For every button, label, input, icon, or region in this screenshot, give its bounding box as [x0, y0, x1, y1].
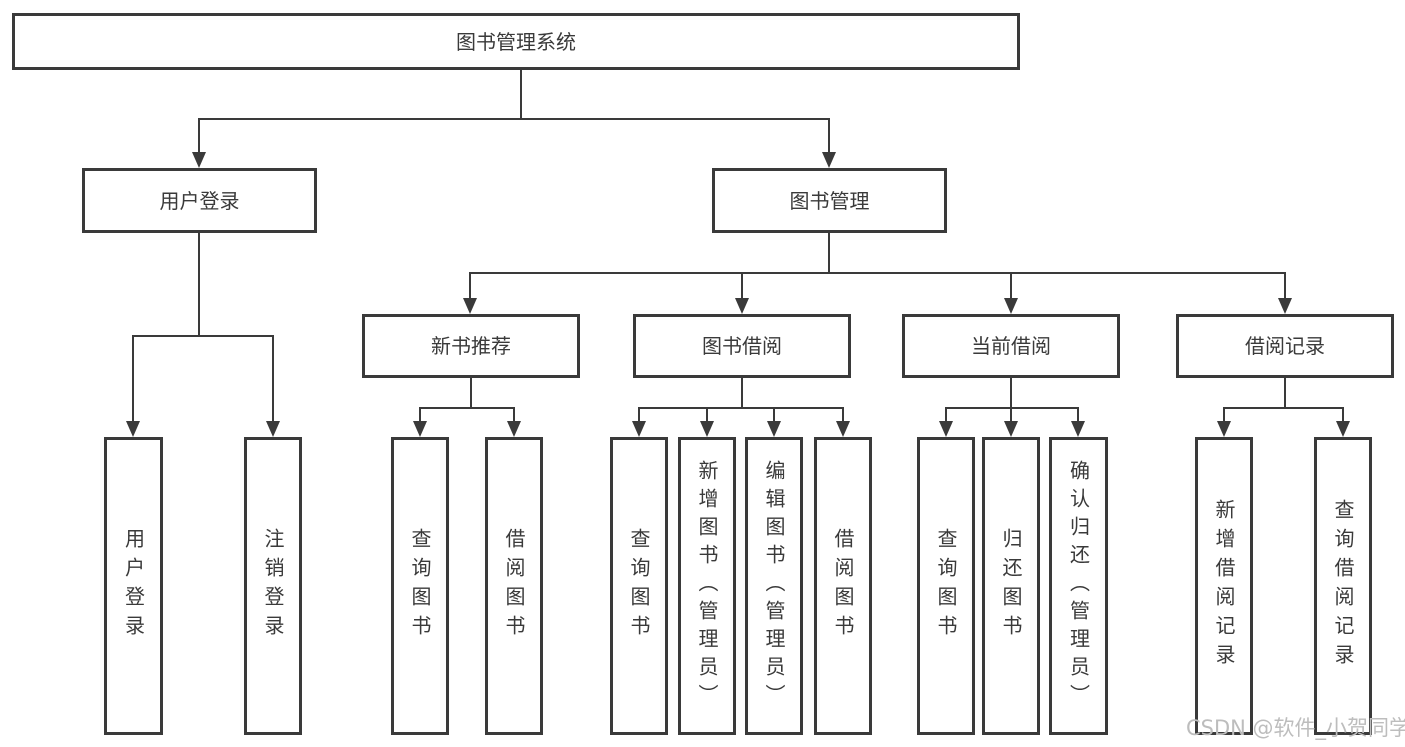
connector-drop: [469, 272, 471, 300]
leaf-add-book-admin: 新增图书（管理员）: [678, 437, 736, 735]
leaf-edit-book-admin-label: 编辑图书（管理员）: [762, 460, 786, 712]
connector-drop: [842, 407, 844, 423]
arrow-down-icon: [192, 152, 206, 168]
connector-drop: [1077, 407, 1079, 423]
leaf-query-book-1: 查询图书: [391, 437, 449, 735]
connector-drop: [638, 407, 640, 423]
leaf-edit-book-admin: 编辑图书（管理员）: [745, 437, 803, 735]
connector-drop: [198, 118, 200, 154]
connector-drop: [272, 335, 274, 423]
connector-drop: [132, 335, 134, 423]
arrow-down-icon: [413, 421, 427, 437]
arrow-down-icon: [632, 421, 646, 437]
connector-drop: [945, 407, 947, 423]
node-root: 图书管理系统: [12, 13, 1020, 70]
arrow-down-icon: [1004, 421, 1018, 437]
connector-level2-bar: [469, 272, 1286, 274]
leaf-add-borrow-record-label: 新增借阅记录: [1212, 499, 1236, 673]
node-book-management: 图书管理: [712, 168, 947, 233]
arrow-down-icon: [463, 298, 477, 314]
leaf-user-login-label: 用户登录: [121, 528, 146, 644]
arrow-down-icon: [836, 421, 850, 437]
arrow-down-icon: [1071, 421, 1085, 437]
connector-drop: [1010, 272, 1012, 300]
node-current-borrow: 当前借阅: [902, 314, 1120, 378]
connector-drop: [741, 272, 743, 300]
arrow-down-icon: [1278, 298, 1292, 314]
leaf-add-borrow-record: 新增借阅记录: [1195, 437, 1253, 735]
leaf-confirm-return-admin-label: 确认归还（管理员）: [1066, 460, 1091, 712]
node-book-management-label: 图书管理: [789, 188, 870, 213]
connector-level1-bar: [198, 118, 830, 120]
leaf-query-borrow-record-label: 查询借阅记录: [1331, 499, 1355, 673]
node-borrow-record-label: 借阅记录: [1245, 334, 1325, 358]
arrow-down-icon: [822, 152, 836, 168]
arrow-down-icon: [507, 421, 521, 437]
leaf-return-book: 归还图书: [982, 437, 1040, 735]
connector-bar: [132, 335, 274, 337]
arrow-down-icon: [266, 421, 280, 437]
connector-root-trunk: [520, 70, 522, 120]
node-new-book-recommend-label: 新书推荐: [431, 334, 511, 358]
connector-stub: [1010, 378, 1012, 409]
node-user-login: 用户登录: [82, 168, 317, 233]
connector-bar: [419, 407, 515, 409]
connector-bar: [638, 407, 844, 409]
connector-drop: [1284, 272, 1286, 300]
leaf-user-login: 用户登录: [104, 437, 163, 735]
leaf-logout-label: 注销登录: [261, 528, 285, 644]
leaf-borrow-book-2: 借阅图书: [814, 437, 872, 735]
connector-trunk: [828, 233, 830, 274]
leaf-query-book-2-label: 查询图书: [627, 528, 651, 644]
leaf-query-book-1-label: 查询图书: [408, 528, 432, 644]
connector-drop: [706, 407, 708, 423]
csdn-watermark: CSDN @软件_小贺同学: [1186, 716, 1405, 740]
arrow-down-icon: [1004, 298, 1018, 314]
leaf-logout: 注销登录: [244, 437, 302, 735]
node-book-borrow-label: 图书借阅: [702, 334, 782, 358]
connector-bar: [945, 407, 1079, 409]
connector-drop: [773, 407, 775, 423]
arrow-down-icon: [1336, 421, 1350, 437]
arrow-down-icon: [126, 421, 140, 437]
leaf-query-borrow-record: 查询借阅记录: [1314, 437, 1372, 735]
arrow-down-icon: [735, 298, 749, 314]
node-current-borrow-label: 当前借阅: [971, 334, 1051, 358]
node-user-login-label: 用户登录: [159, 188, 240, 213]
node-new-book-recommend: 新书推荐: [362, 314, 580, 378]
leaf-query-book-3: 查询图书: [917, 437, 975, 735]
leaf-confirm-return-admin: 确认归还（管理员）: [1049, 437, 1108, 735]
node-book-borrow: 图书借阅: [633, 314, 851, 378]
node-borrow-record: 借阅记录: [1176, 314, 1394, 378]
arrow-down-icon: [1217, 421, 1231, 437]
leaf-add-book-admin-label: 新增图书（管理员）: [695, 460, 719, 712]
leaf-query-book-2: 查询图书: [610, 437, 668, 735]
leaf-borrow-book-1-label: 借阅图书: [502, 528, 526, 644]
node-root-label: 图书管理系统: [456, 29, 576, 54]
connector-drop: [1010, 407, 1012, 423]
connector-bar: [1223, 407, 1344, 409]
connector-drop: [828, 118, 830, 154]
arrow-down-icon: [767, 421, 781, 437]
leaf-borrow-book-2-label: 借阅图书: [831, 528, 855, 644]
leaf-query-book-3-label: 查询图书: [934, 528, 958, 644]
connector-stub: [741, 378, 743, 409]
arrow-down-icon: [939, 421, 953, 437]
connector-stub: [470, 378, 472, 409]
leaf-borrow-book-1: 借阅图书: [485, 437, 543, 735]
connector-drop: [1342, 407, 1344, 423]
connector-trunk: [198, 233, 200, 337]
leaf-return-book-label: 归还图书: [999, 528, 1023, 644]
connector-drop: [1223, 407, 1225, 423]
arrow-down-icon: [700, 421, 714, 437]
connector-drop: [513, 407, 515, 423]
connector-drop: [419, 407, 421, 423]
connector-stub: [1284, 378, 1286, 409]
